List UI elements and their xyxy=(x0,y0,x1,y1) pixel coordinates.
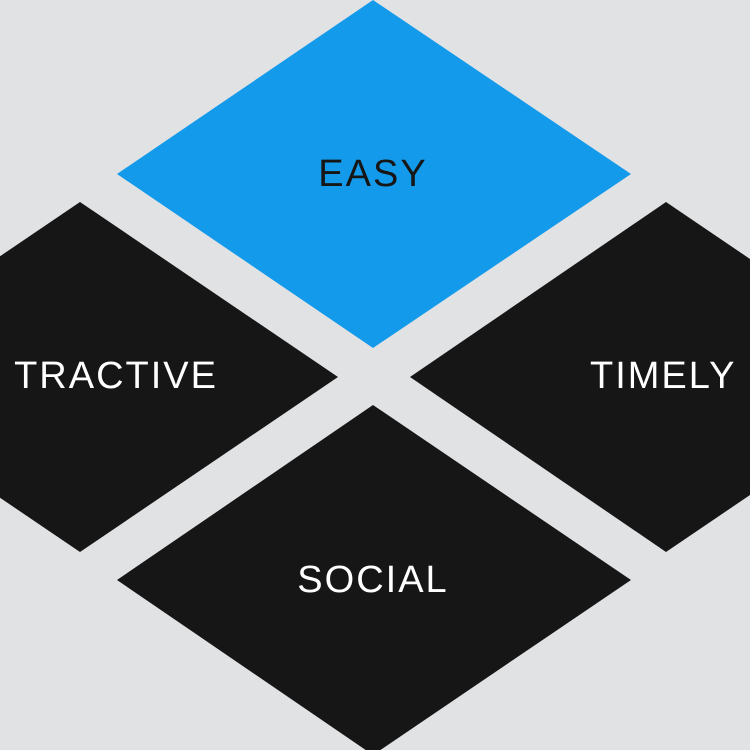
diamond-left-label: TRACTIVE xyxy=(14,355,218,397)
diamond-right-label: TIMELY xyxy=(590,355,736,397)
diamond-bottom xyxy=(117,405,631,750)
diamond-top-label: EASY xyxy=(318,153,427,195)
diamond-left xyxy=(0,202,338,552)
diamond-top xyxy=(117,0,631,348)
diamond-bottom-label: SOCIAL xyxy=(297,559,448,601)
diamond-right xyxy=(410,202,750,552)
